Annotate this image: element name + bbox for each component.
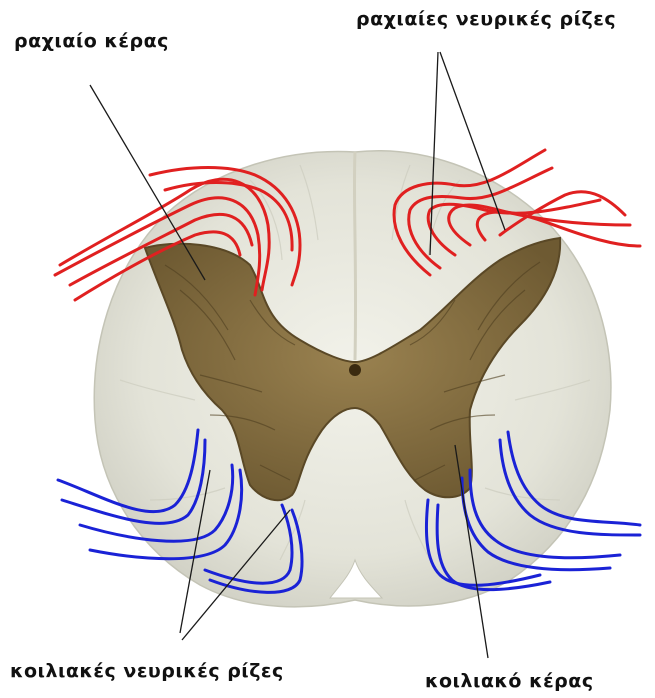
label-dorsal-horn: ραχιαίο κέρας: [14, 30, 169, 52]
label-ventral-horn: κοιλιακό κέρας: [425, 670, 594, 692]
central-canal: [349, 364, 361, 376]
dorsal-median-septum: [354, 152, 355, 360]
label-dorsal-roots: ραχιαίες νευρικές ρίζες: [356, 8, 616, 30]
label-ventral-roots: κοιλιακές νευρικές ρίζες: [10, 660, 284, 682]
